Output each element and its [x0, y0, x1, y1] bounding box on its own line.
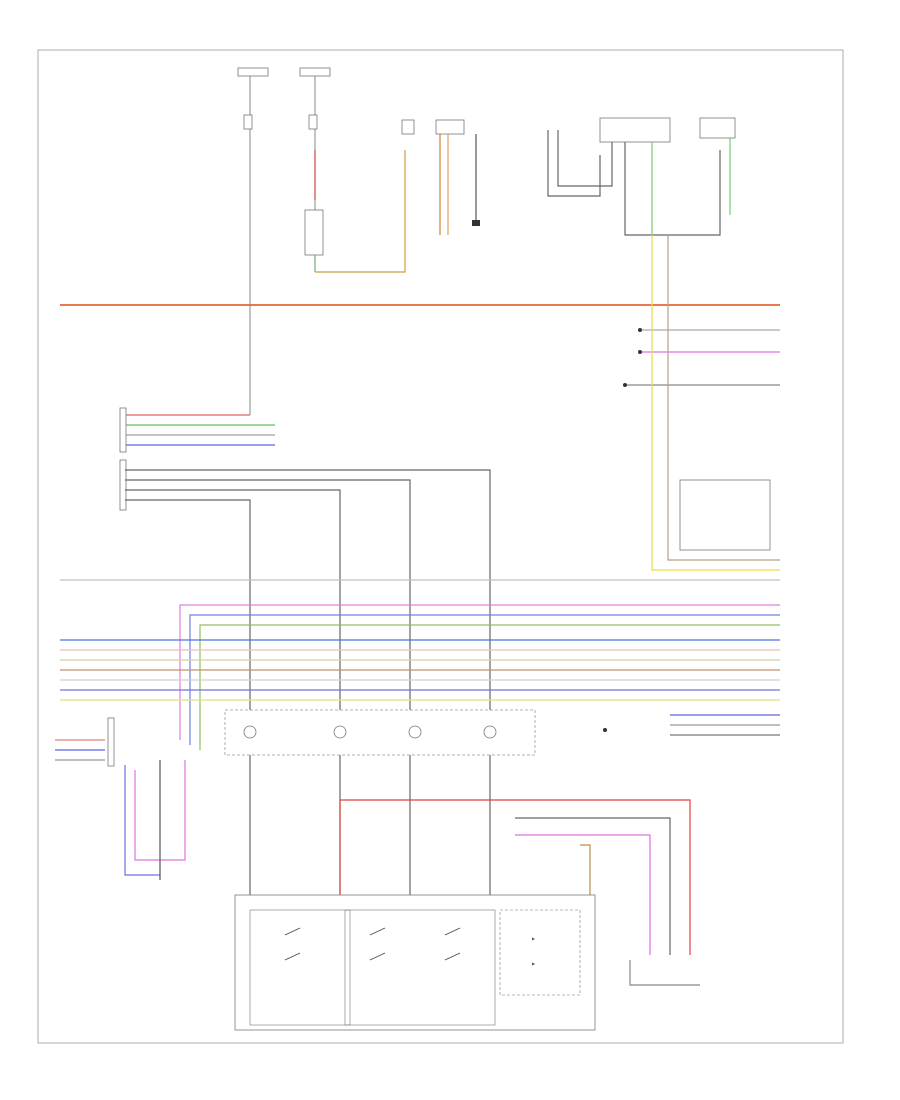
- left-lower-connector: [55, 717, 186, 880]
- svg-text:▶: ▶: [532, 936, 536, 941]
- right-module-box: [679, 479, 771, 551]
- right-lower-branch: [629, 960, 700, 986]
- top-fuse-feeds: [237, 67, 406, 273]
- steering-wheel-switch-module: ▶ ▶: [234, 894, 596, 1031]
- right-feeds: [623, 328, 780, 387]
- page-frame: [37, 49, 844, 1044]
- svg-text:▶: ▶: [532, 961, 536, 966]
- top-connector-cluster: [401, 119, 480, 235]
- right-connector-rows: [603, 714, 780, 736]
- tan-feed: [667, 235, 780, 561]
- data-bus: [60, 579, 780, 750]
- clockspring: [224, 709, 536, 756]
- left-signal-harness: [119, 459, 491, 900]
- left-connector-block: [119, 255, 275, 453]
- red-feed: [339, 799, 691, 955]
- top-right-modules: [547, 117, 736, 236]
- yellow-feed: [651, 235, 780, 571]
